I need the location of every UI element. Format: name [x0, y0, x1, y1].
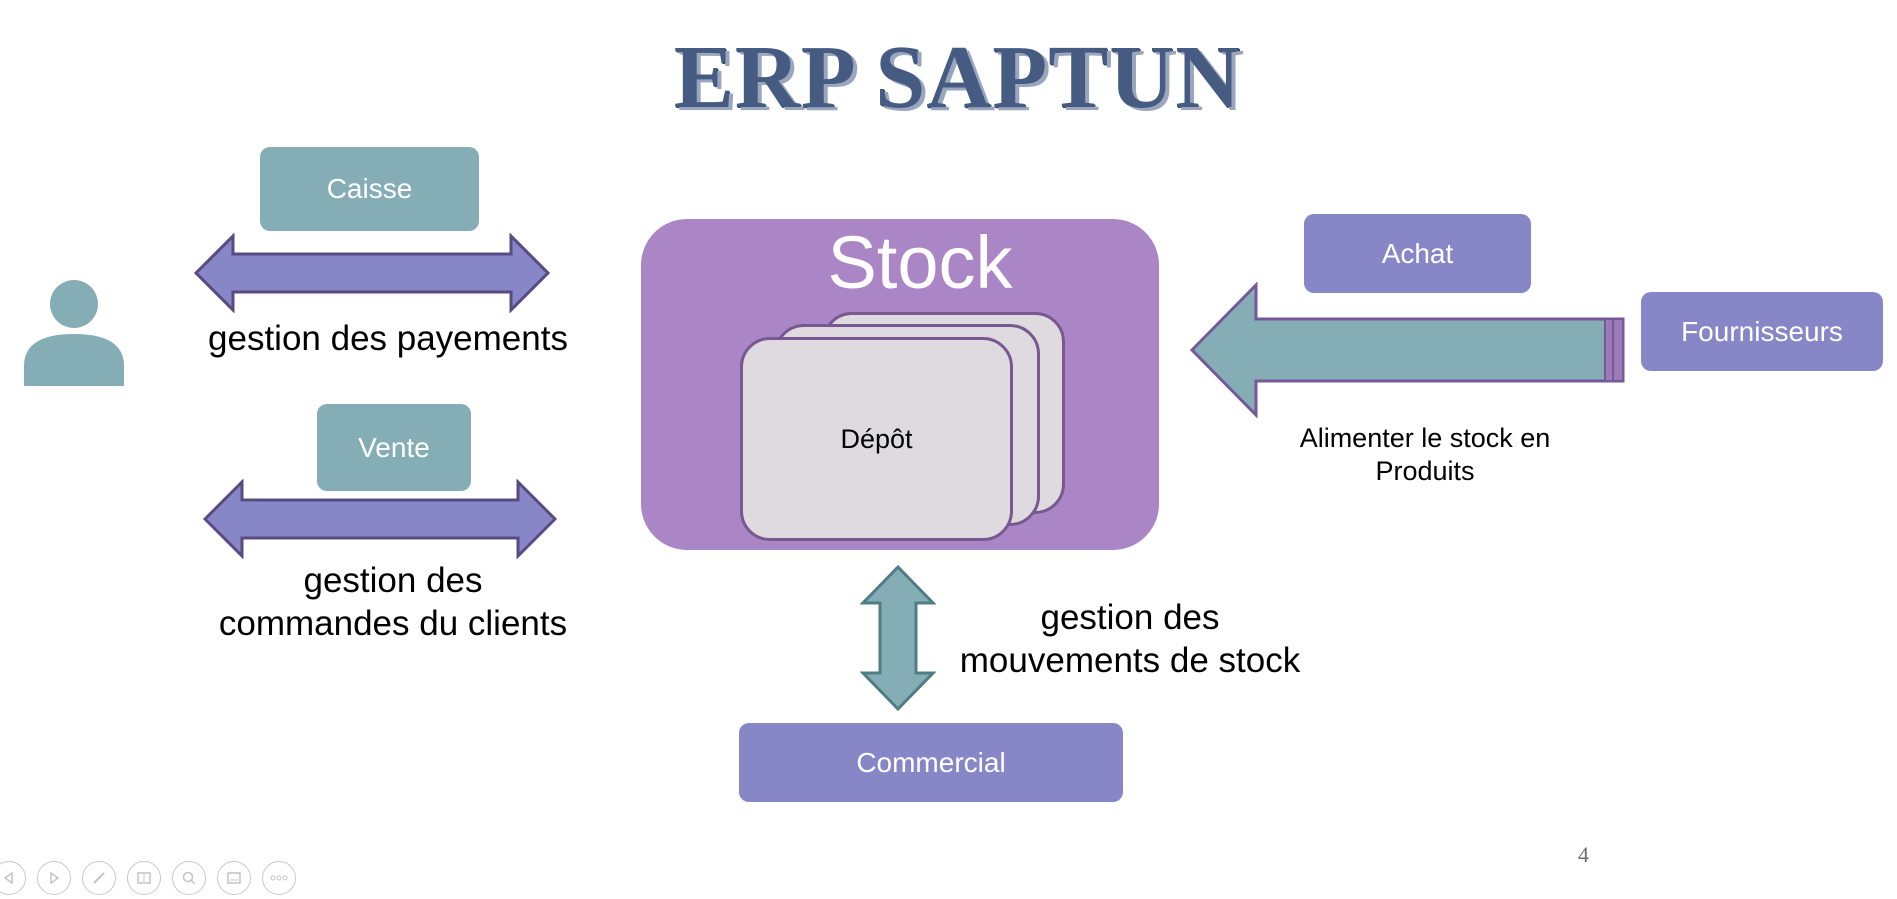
mouvements-double-arrow [860, 564, 936, 712]
fournisseurs-box: Fournisseurs [1641, 292, 1883, 371]
previous-icon[interactable] [0, 861, 26, 895]
pen-icon[interactable] [82, 861, 116, 895]
depot-card: Dépôt [740, 337, 1013, 541]
commandes-label-line2: commandes du clients [218, 603, 568, 643]
commercial-label: Commercial [856, 746, 1006, 778]
depot-label: Dépôt [840, 423, 913, 454]
alimenter-label: Alimenter le stock en Produits [1265, 422, 1585, 488]
commercial-box: Commercial [739, 723, 1123, 802]
vente-label: Vente [358, 431, 430, 463]
payements-label: gestion des payements [208, 319, 568, 358]
alimenter-label-line1: Alimenter le stock en [1299, 423, 1551, 453]
zoom-icon[interactable] [172, 861, 206, 895]
mouvements-label: gestion des mouvements de stock [940, 597, 1320, 682]
stock-title: Stock [827, 221, 1013, 304]
more-icon[interactable] [262, 861, 296, 895]
page-number: 4 [1578, 842, 1589, 867]
slides-icon[interactable] [127, 861, 161, 895]
mouvements-label-line1: gestion des [1040, 598, 1220, 637]
achat-label: Achat [1381, 237, 1454, 269]
subtitles-icon[interactable] [217, 861, 251, 895]
achat-box: Achat [1304, 214, 1531, 293]
commandes-double-arrow [202, 479, 558, 559]
caisse-label: Caisse [326, 173, 413, 204]
caisse-box: Caisse [260, 147, 479, 231]
user-icon [24, 280, 124, 386]
commandes-label-line1: gestion des [303, 561, 483, 600]
mouvements-label-line2: mouvements de stock [959, 640, 1301, 680]
slide-title: ERP SAPTUN [673, 28, 1242, 127]
presentation-toolbar [0, 861, 296, 895]
payements-double-arrow [193, 233, 551, 313]
fournisseurs-label: Fournisseurs [1681, 315, 1843, 347]
alimenter-label-line2: Produits [1375, 455, 1475, 486]
vente-box: Vente [317, 404, 471, 491]
commandes-label: gestion des commandes du clients [203, 560, 583, 645]
next-icon[interactable] [37, 861, 71, 895]
supply-arrow [1189, 282, 1625, 418]
